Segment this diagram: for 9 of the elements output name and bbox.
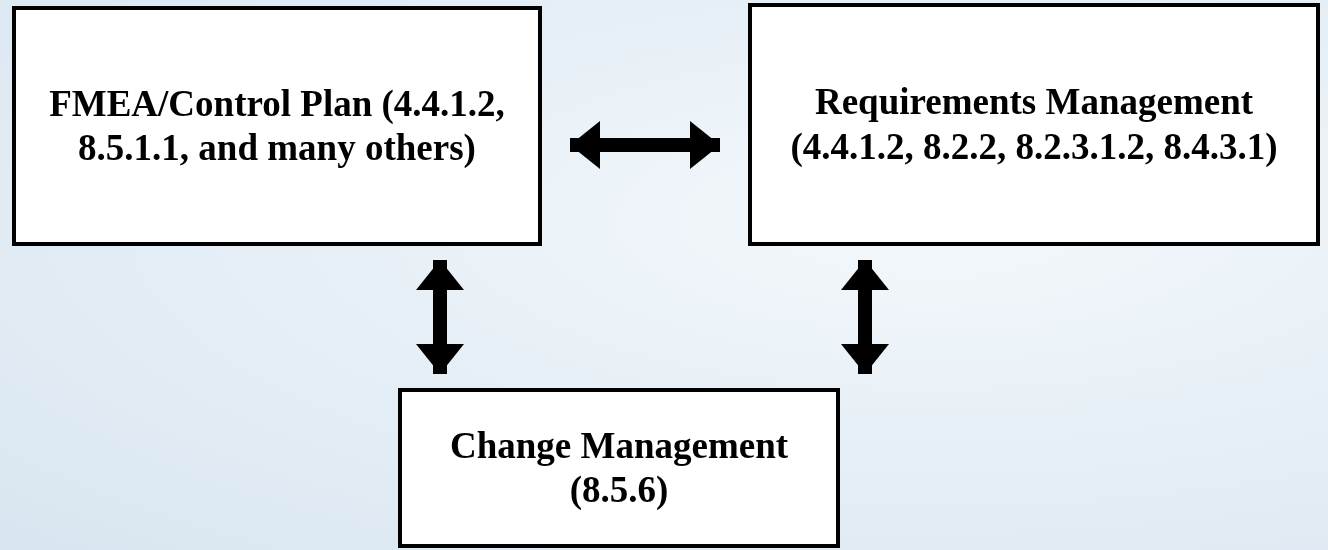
- process-box: [12, 6, 542, 246]
- box-label: Change Management (8.5.6): [448, 423, 790, 512]
- double-arrow: [416, 260, 464, 374]
- process-box: [748, 3, 1320, 246]
- double-arrow: [570, 121, 720, 169]
- box-label: FMEA/Control Plan (4.4.1.2, 8.5.1.1, and many others): [48, 81, 506, 170]
- box-label: Requirements Management (4.4.1.2, 8.2.2, 8.2.3.1.2, 8.4.3.1): [789, 80, 1279, 169]
- process-box: [398, 388, 840, 548]
- double-arrow: [841, 260, 889, 374]
